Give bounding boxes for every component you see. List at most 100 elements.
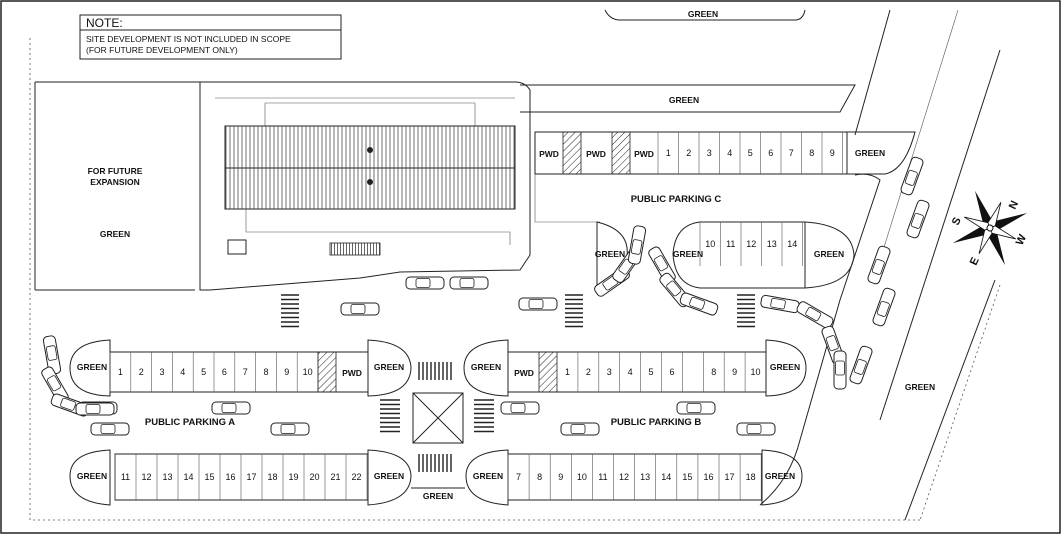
parking-b-top-slot: 2 bbox=[586, 367, 591, 377]
parking-c-slot: 9 bbox=[830, 148, 835, 158]
parking-a-bottom-slot: 14 bbox=[183, 472, 193, 482]
parking-b-top-slot: 8 bbox=[711, 367, 716, 377]
pwd-label-b: PWD bbox=[514, 368, 534, 378]
future-expansion-area: FOR FUTURE EXPANSION GREEN bbox=[34, 81, 210, 291]
parking-a-bottom-slot: 16 bbox=[225, 472, 235, 482]
parking-a-bottom-slot: 13 bbox=[162, 472, 172, 482]
green-label-upper: GREEN bbox=[669, 95, 699, 105]
pwd-label-c2: PWD bbox=[586, 149, 606, 159]
parking-b-top-slot: 10 bbox=[751, 367, 761, 377]
car-icon bbox=[518, 297, 558, 311]
parking-a-top-slot: 9 bbox=[284, 367, 289, 377]
parking-a-top-slot: 5 bbox=[201, 367, 206, 377]
green-label-east: GREEN bbox=[905, 382, 935, 392]
pwd-label-a: PWD bbox=[342, 368, 362, 378]
note-title: NOTE: bbox=[86, 16, 123, 30]
parking-b-top-slot: 1 bbox=[565, 367, 570, 377]
parking-b-top-slot: 5 bbox=[649, 367, 654, 377]
green-label-island-c-right: GREEN bbox=[814, 249, 844, 259]
parking-c-island-slot: 12 bbox=[746, 239, 756, 249]
green-label-future: GREEN bbox=[100, 229, 130, 239]
parking-b-bottom-slot: 18 bbox=[746, 472, 756, 482]
parking-b-bottom-slot: 16 bbox=[703, 472, 713, 482]
parking-b-bottom-slot: 17 bbox=[725, 472, 735, 482]
car-icon bbox=[867, 245, 891, 285]
car-icon bbox=[340, 302, 380, 316]
parking-c-slot: 8 bbox=[809, 148, 814, 158]
property-boundary-east bbox=[919, 284, 1001, 521]
green-label-center: GREEN bbox=[423, 491, 453, 501]
parking-a-bottom-slot: 12 bbox=[141, 472, 151, 482]
parking-a-top-slot: 4 bbox=[180, 367, 185, 377]
car-icon bbox=[796, 301, 834, 329]
parking-c-island-slot: 11 bbox=[726, 239, 735, 249]
car-icon bbox=[906, 199, 930, 239]
green-label-b-top-right: GREEN bbox=[770, 362, 800, 372]
parking-a-top-slot: 1 bbox=[118, 367, 123, 377]
green-label-c-end: GREEN bbox=[855, 148, 885, 158]
parking-a-top-slot: 7 bbox=[243, 367, 248, 377]
parking-c-island-slot: 14 bbox=[787, 239, 797, 249]
compass-rose-icon: N S E W bbox=[950, 190, 1030, 267]
green-label-a-top-right: GREEN bbox=[374, 362, 404, 372]
car-icon bbox=[679, 292, 719, 316]
green-label-a-top-left: GREEN bbox=[77, 362, 107, 372]
parking-a-label: PUBLIC PARKING A bbox=[145, 417, 235, 428]
parking-b-bottom-slot: 14 bbox=[661, 472, 671, 482]
parking-a-top-slot: 2 bbox=[139, 367, 144, 377]
parking-b-bottom-slot: 13 bbox=[640, 472, 650, 482]
car-icon bbox=[560, 422, 600, 436]
central-plaza: GREEN bbox=[380, 362, 494, 501]
green-label-top: GREEN bbox=[688, 9, 718, 19]
terminal-building bbox=[199, 81, 531, 291]
note-line-2: (FOR FUTURE DEVELOPMENT ONLY) bbox=[86, 45, 238, 55]
parking-c-label: PUBLIC PARKING C bbox=[631, 194, 722, 205]
parking-c-slot: 7 bbox=[789, 148, 794, 158]
parking-a-bottom-slot: 20 bbox=[309, 472, 319, 482]
parking-a-bottom-slot: 21 bbox=[330, 472, 340, 482]
car-icon bbox=[500, 401, 540, 415]
green-label-island-left: GREEN bbox=[595, 249, 625, 259]
parking-b-bottom-slot: 15 bbox=[682, 472, 692, 482]
parking-c-slot: 1 bbox=[666, 148, 671, 158]
parking-b-bottom-slot: 8 bbox=[537, 472, 542, 482]
property-boundary bbox=[29, 38, 920, 521]
parking-b-top-slot: 4 bbox=[628, 367, 633, 377]
parking-c-slot: 4 bbox=[727, 148, 732, 158]
car-icon bbox=[760, 294, 800, 314]
compass-s: S bbox=[950, 216, 964, 228]
green-label-a-bottom-right: GREEN bbox=[374, 471, 404, 481]
car-icon bbox=[405, 276, 445, 290]
car-icon bbox=[833, 350, 847, 390]
parking-b-bottom-slot: 12 bbox=[619, 472, 629, 482]
parking-b-bottom-slot: 9 bbox=[558, 472, 563, 482]
parking-c-slot: 3 bbox=[707, 148, 712, 158]
parking-a-top-slot: 3 bbox=[159, 367, 164, 377]
parking-b-top-slot: 9 bbox=[732, 367, 737, 377]
parking-b-bottom-slot: 7 bbox=[516, 472, 521, 482]
car-icon bbox=[849, 345, 873, 385]
car-icon bbox=[627, 225, 647, 265]
car-icon bbox=[211, 401, 251, 415]
car-icon bbox=[900, 156, 924, 196]
car-icon bbox=[42, 335, 62, 375]
parking-c-island-slot: 13 bbox=[767, 239, 777, 249]
main-road bbox=[759, 9, 1001, 521]
compass-n: N bbox=[1007, 199, 1021, 211]
parking-b-label: PUBLIC PARKING B bbox=[611, 417, 702, 428]
parking-a-bottom-slot: 15 bbox=[204, 472, 214, 482]
green-label-b-bottom-left: GREEN bbox=[473, 471, 503, 481]
parking-a-bottom-slot: 11 bbox=[121, 472, 130, 482]
compass-w: W bbox=[1014, 232, 1030, 247]
pwd-label-c1: PWD bbox=[539, 149, 559, 159]
note-line-1: SITE DEVELOPMENT IS NOT INCLUDED IN SCOP… bbox=[86, 34, 291, 44]
parking-b-bottom-slot: 11 bbox=[598, 472, 607, 482]
parking-a-top-slot: 8 bbox=[263, 367, 268, 377]
parking-a-top-slot: 10 bbox=[303, 367, 313, 377]
car-icon bbox=[90, 422, 130, 436]
